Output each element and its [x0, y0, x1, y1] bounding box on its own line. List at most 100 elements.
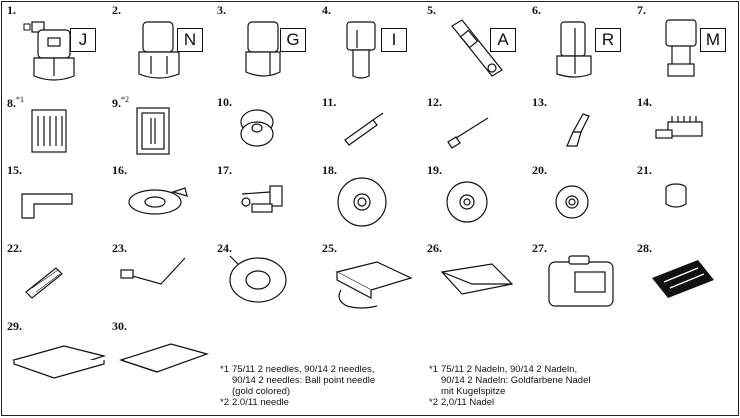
accessory-button-sewing-foot: 7. M [632, 2, 737, 94]
item-number-text: 3. [217, 3, 226, 17]
accessory-spool-insert: 21. [632, 162, 737, 238]
item-footnote-mark: *2 [121, 95, 129, 104]
accessory-pattern-sheet: 28. [632, 240, 737, 316]
item-number: 13. [532, 95, 547, 110]
accessory-foot-controller: 25. [317, 240, 422, 316]
item-number: 17. [217, 163, 232, 178]
accessory-monogramming-foot: 2. N [107, 2, 212, 94]
note-text: 2,0/11 Nadel [441, 397, 495, 408]
item-number-text: 20. [532, 163, 547, 177]
presser-foot-letter: M [700, 28, 726, 52]
item-number-text: 6. [532, 3, 541, 17]
item-number: 26. [427, 241, 442, 256]
item-number-text: 15. [7, 163, 22, 177]
screwdriver-brush-icon [655, 116, 703, 139]
accessory-needle-set: 8.*1 [2, 94, 107, 170]
accessory-screwdriver-brush: 14. [632, 94, 737, 170]
accessory-quilting-guide: 23. [107, 240, 212, 316]
item-number: 2. [112, 3, 121, 18]
item-number-text: 16. [112, 163, 127, 177]
monogramming-foot-icon [138, 21, 180, 79]
medium-spool-cap-icon [446, 181, 488, 223]
item-number-text: 19. [427, 163, 442, 177]
presser-foot-letter: N [177, 28, 203, 52]
item-number: 24. [217, 241, 232, 256]
accessory-quick-reference-guide: 30. [107, 318, 212, 394]
item-number-text: 4. [322, 3, 331, 17]
item-number-text: 30. [112, 319, 127, 333]
accessory-eyelet-punch: 13. [527, 94, 632, 170]
accessory-zigzag-foot: 1.J [2, 2, 107, 94]
button-sewing-foot-icon [665, 19, 697, 77]
accessory-bobbin: 10. [212, 94, 317, 170]
presser-foot-letter: R [595, 28, 621, 52]
accessory-spool-net: 22. [2, 240, 107, 316]
accessory-zipper-foot: 4. I [317, 2, 422, 94]
small-spool-cap-icon [555, 185, 589, 219]
item-number: 3. [217, 3, 226, 18]
item-number: 6. [532, 3, 541, 18]
item-number: 18. [322, 163, 337, 178]
accessory-instruction-manual: 29. [2, 318, 107, 394]
presser-foot-letter: I [381, 28, 407, 52]
spool-pin-felt-icon [128, 187, 188, 215]
foot-controller-icon [335, 261, 413, 309]
item-number-text: 27. [532, 241, 547, 255]
item-number: 25. [322, 241, 337, 256]
item-number: 20. [532, 163, 547, 178]
twin-needle-icon [136, 107, 170, 155]
item-number: 10. [217, 95, 232, 110]
accessory-seam-ripper: 11. [317, 94, 422, 170]
quilting-guide-icon [120, 257, 186, 285]
item-number-text: 29. [7, 319, 22, 333]
pattern-sheet-icon [652, 260, 714, 298]
cleaning-brush-icon [447, 117, 489, 149]
item-number: 11. [322, 95, 336, 110]
quick-reference-guide-icon [119, 343, 209, 373]
item-number: 23. [112, 241, 127, 256]
seam-ripper-icon [344, 112, 384, 146]
note-mark: *2 [429, 397, 438, 408]
item-number-text: 24. [217, 241, 232, 255]
item-number: 16. [112, 163, 127, 178]
item-number-text: 25. [322, 241, 337, 255]
item-number-text: 23. [112, 241, 127, 255]
accessory-blind-stitch-foot: 6. R [527, 2, 632, 94]
item-number-text: 13. [532, 95, 547, 109]
item-number: 30. [112, 319, 127, 334]
eyelet-punch-icon [566, 113, 590, 147]
note-mark: *1 [220, 364, 229, 375]
item-number: 9.*2 [112, 95, 129, 111]
item-number: 8.*1 [7, 95, 24, 111]
item-number: 12. [427, 95, 442, 110]
item-number-text: 18. [322, 163, 337, 177]
item-number-text: 11. [322, 95, 337, 109]
bobbin-icon [240, 109, 274, 147]
accessory-small-spool-cap: 20. [527, 162, 632, 238]
item-number: 4. [322, 3, 331, 18]
note-mark: *2 [220, 397, 229, 408]
item-number: 5. [427, 3, 436, 18]
item-number-text: 8. [7, 96, 16, 110]
note-text: 75/11 2 Nadeln, 90/14 2 Nadeln, 90/14 2 … [441, 364, 591, 397]
accessory-disc-screwdriver: 15. [2, 162, 107, 238]
item-number: 14. [637, 95, 652, 110]
item-number-text: 28. [637, 241, 652, 255]
item-number: 15. [7, 163, 22, 178]
accessory-dust-cover: 27. [527, 240, 632, 316]
item-number: 27. [532, 241, 547, 256]
item-number: 21. [637, 163, 652, 178]
item-number-text: 26. [427, 241, 442, 255]
accessory-twin-needle: 9.*2 [107, 94, 212, 170]
instruction-manual-icon [11, 345, 107, 379]
accessory-cleaning-brush: 12. [422, 94, 527, 170]
note-text: 75/11 2 needles, 90/14 2 needles, 90/14 … [232, 364, 376, 397]
bobbin-case-icon [229, 255, 287, 303]
accessory-large-spool-cap: 18. [317, 162, 422, 238]
item-number: 29. [7, 319, 22, 334]
accessory-spool-pin-felt: 16. [107, 162, 212, 238]
extra-spool-pin-icon [241, 185, 283, 213]
accessory-buttonhole-foot: 5.A [422, 2, 527, 94]
item-number-text: 7. [637, 3, 646, 17]
